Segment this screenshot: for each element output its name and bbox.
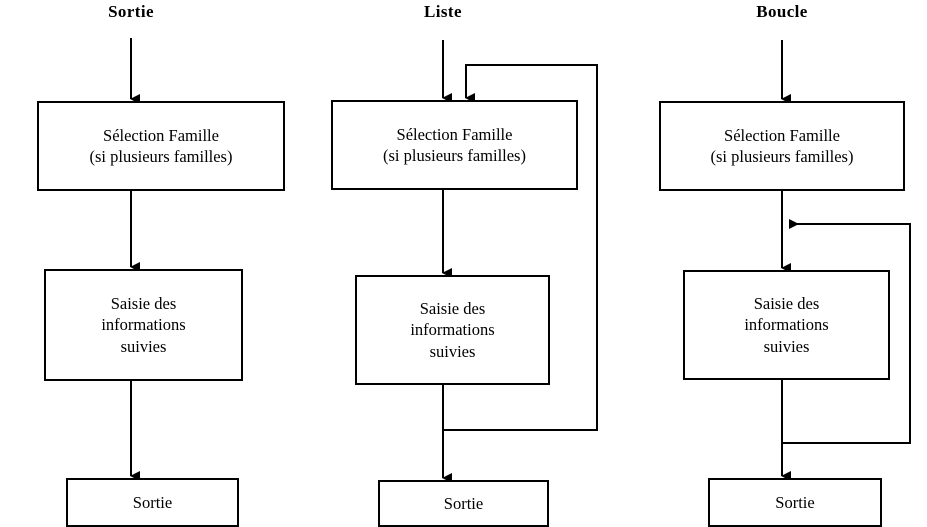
- node-label: Sortie: [775, 492, 815, 512]
- node-label: Saisie des informations suivies: [410, 299, 495, 361]
- column-title-liste: Liste: [424, 2, 462, 21]
- node-sortie-terminal-liste[interactable]: Sortie: [378, 480, 549, 527]
- node-selection-famille-sortie[interactable]: Sélection Famille (si plusieurs familles…: [37, 101, 285, 191]
- column-title-sortie: Sortie: [108, 2, 154, 21]
- node-saisie-informations-sortie[interactable]: Saisie des informations suivies: [44, 269, 243, 381]
- edge-loop-boucle: [782, 219, 911, 444]
- node-saisie-informations-liste[interactable]: Saisie des informations suivies: [355, 275, 550, 385]
- node-label: Sélection Famille (si plusieurs familles…: [710, 125, 854, 166]
- node-selection-famille-boucle[interactable]: Sélection Famille (si plusieurs familles…: [659, 101, 905, 191]
- node-label: Sélection Famille (si plusieurs familles…: [89, 125, 233, 166]
- node-selection-famille-liste[interactable]: Sélection Famille (si plusieurs familles…: [331, 100, 578, 190]
- node-sortie-terminal-boucle[interactable]: Sortie: [708, 478, 882, 527]
- node-sortie-terminal-sortie[interactable]: Sortie: [66, 478, 239, 527]
- node-label: Saisie des informations suivies: [744, 294, 829, 356]
- node-saisie-informations-boucle[interactable]: Saisie des informations suivies: [683, 270, 890, 380]
- edge-loop-liste: [443, 64, 598, 431]
- column-title-boucle: Boucle: [756, 2, 808, 21]
- node-label: Sortie: [132, 492, 173, 512]
- node-label: Saisie des informations suivies: [101, 294, 186, 356]
- node-label: Sortie: [443, 493, 484, 513]
- node-label: Sélection Famille (si plusieurs familles…: [383, 124, 526, 165]
